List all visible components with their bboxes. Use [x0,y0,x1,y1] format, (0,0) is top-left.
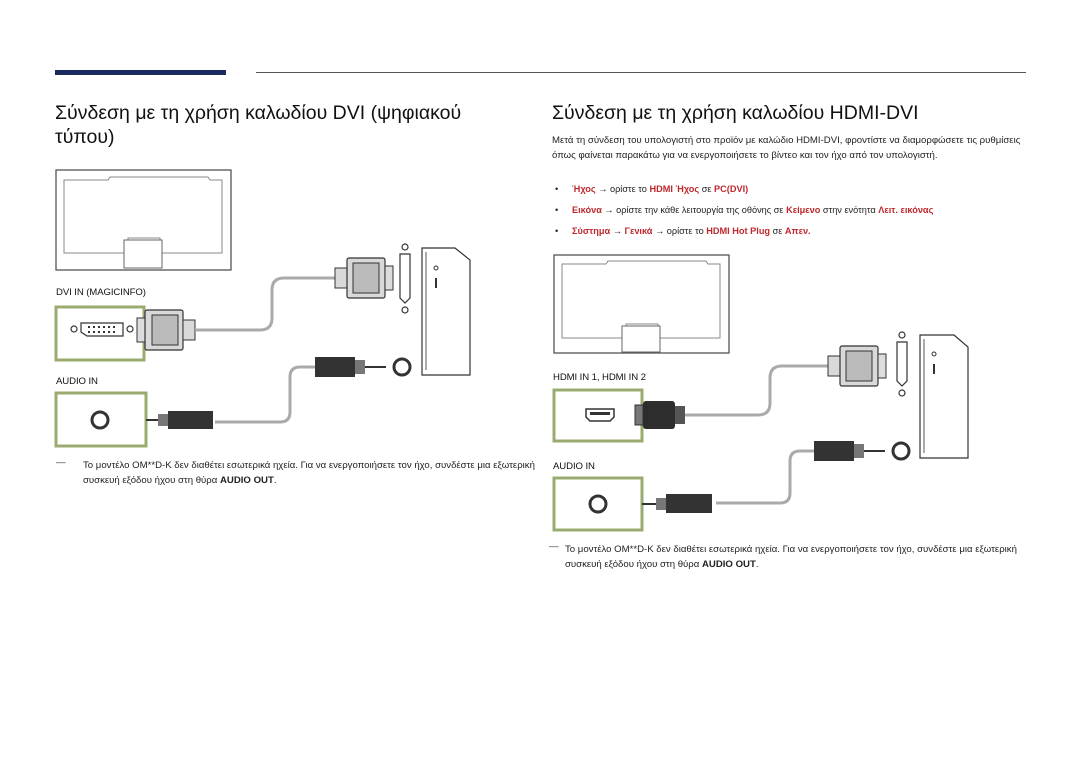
audio-port-frame [54,391,148,448]
audio-plug-monitor-right [666,494,712,513]
audio-plug-monitor [168,411,213,429]
audio-port-icon-right [588,494,608,514]
audio-plug-pc [315,357,355,377]
dvi-port-icon [80,322,124,337]
dvi-connection-diagram [54,169,471,448]
note-dash: ― [56,457,66,468]
hdmi-dvi-connection-diagram [552,254,969,532]
hdmi-plug [643,401,675,429]
dvi-in-label: DVI IN (MAGICINFO) [56,287,146,298]
audio-port-icon [90,410,110,430]
monitor-stand [123,239,163,269]
audio-in-label-left: AUDIO IN [56,376,98,387]
right-intro-paragraph: Μετά τη σύνδεση του υπολογιστή στο προϊό… [552,135,1021,161]
audio-port-frame-right [552,476,644,532]
pc-audio-jack [392,357,412,377]
pc-tower [421,247,471,376]
audio-in-label-right: AUDIO IN [553,461,595,472]
audio-out-term: AUDIO OUT [219,475,274,486]
pc-dvi-port-right [896,341,908,387]
right-section-title: Σύνδεση με τη χρήση καλωδίου HDMI-DVI [552,102,919,124]
hdmi-in-label: HDMI IN 1, HDMI IN 2 [553,372,646,383]
left-note: ― Το μοντέλο OM**D-K δεν διαθέτει εσωτερ… [56,457,535,486]
header-accent-bar [55,70,226,75]
dvi-cable [195,276,335,332]
right-note: ― Το μοντέλο OM**D-K δεν διαθέτει εσωτερ… [549,541,1017,570]
audio-plug-pc-right [814,441,854,461]
settings-item-system: • Σύστημα → Γενικά → ορίστε το HDMI Hot … [555,226,811,236]
header-rule [256,72,1026,73]
pc-audio-jack-right [891,441,911,461]
audio-out-term: AUDIO OUT [701,559,756,570]
settings-item-sound: • Ήχος → ορίστε το HDMI Ήχος σε PC(DVI) [555,184,749,194]
audio-cable [215,365,315,424]
settings-list: • Ήχος → ορίστε το HDMI Ήχος σε PC(DVI) … [552,182,1032,245]
pc-dvi-port [399,253,411,304]
audio-cable-right [716,449,814,505]
pc-tower-right [919,334,969,459]
left-section-title: Σύνδεση με τη χρήση καλωδίου DVI (ψηφιακ… [55,102,462,148]
monitor-stand-right [621,325,661,353]
hdmi-dvi-cable [685,364,828,417]
note-dash: ― [549,541,559,552]
settings-item-picture: • Εικόνα → ορίστε την κάθε λειτουργία τη… [555,205,934,215]
